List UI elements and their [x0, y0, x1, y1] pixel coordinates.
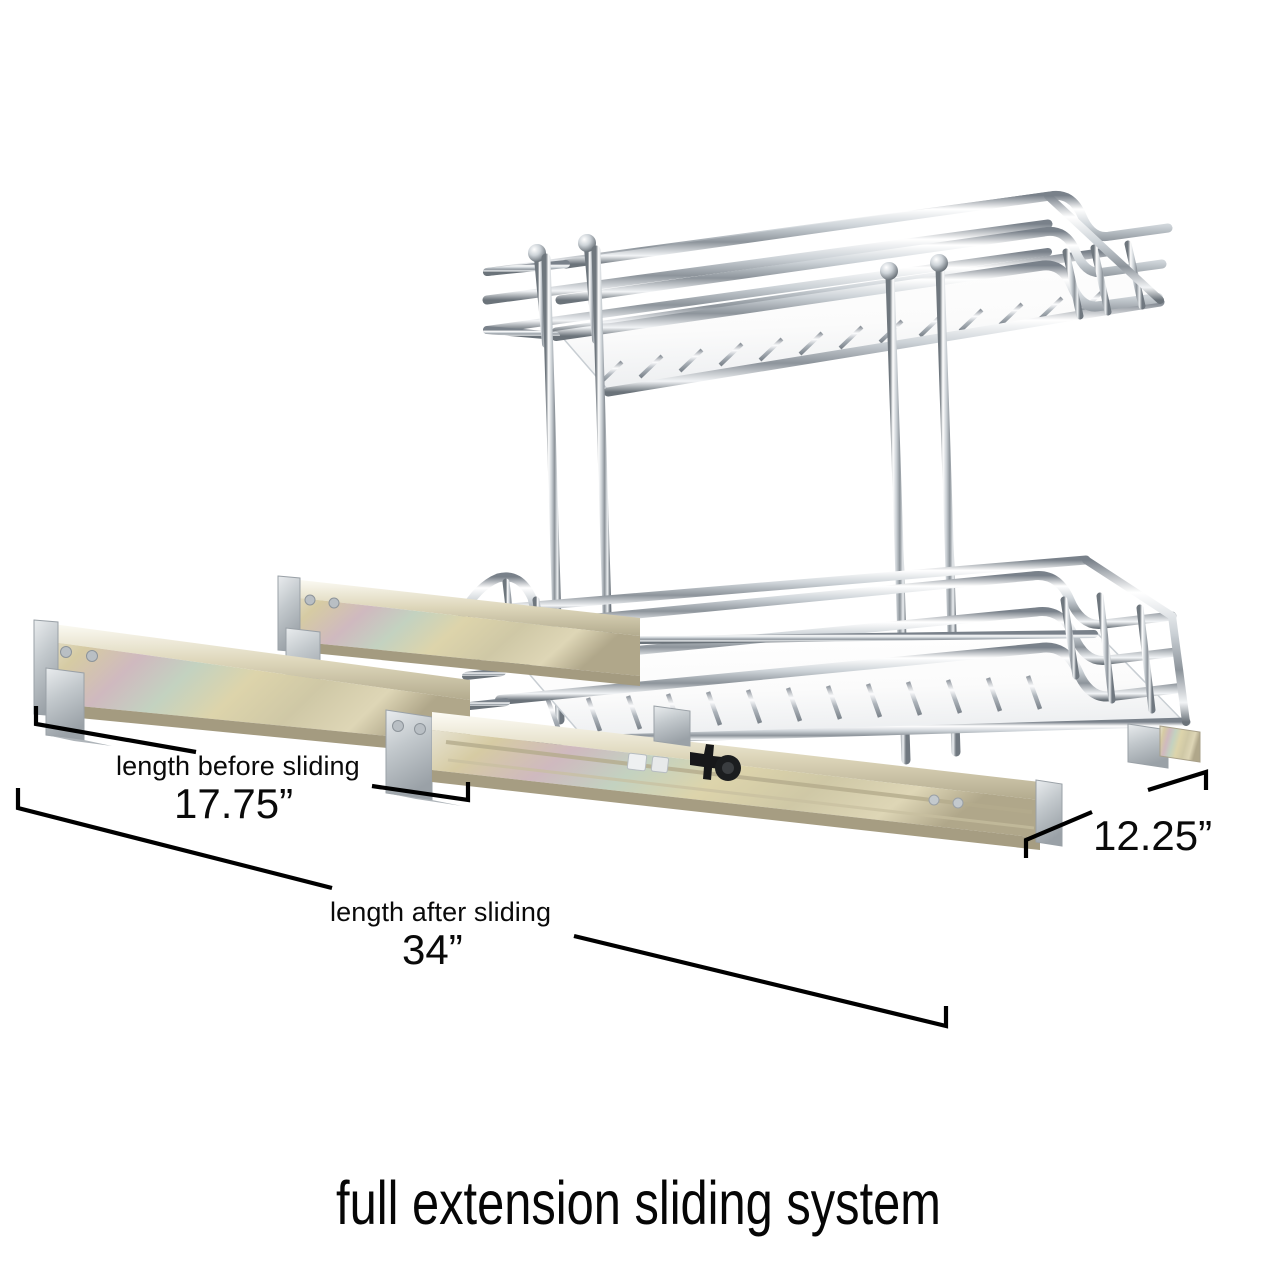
- dimension-value-before: 17.75”: [174, 780, 294, 828]
- dimension-caption-after: length after sliding: [330, 897, 552, 927]
- extended-slide-member: [432, 712, 1063, 850]
- dimline-after-right: [573, 933, 949, 1029]
- basket-mount-brackets: [653, 705, 1201, 769]
- dimension-label-depth: 12.25”: [1093, 812, 1212, 858]
- upper-basket: [482, 190, 1173, 397]
- dimline-before-right: [371, 782, 471, 803]
- dimension-lines: [15, 706, 1209, 1029]
- dimension-value-depth: 12.25”: [1093, 812, 1213, 859]
- dimension-caption-before: length before sliding: [116, 751, 360, 781]
- dimline-after-left: [15, 788, 333, 891]
- dimension-label-after-sliding: length after sliding 34”: [330, 898, 551, 972]
- dimline-before-left: [33, 706, 197, 755]
- slide-disconnect-lever: [690, 744, 741, 781]
- dimension-label-before-sliding: length before sliding 17.75”: [116, 752, 360, 826]
- dimension-value-after: 34”: [402, 926, 463, 974]
- image-caption: full extension sliding system: [336, 1169, 941, 1237]
- dimline-depth: [1023, 810, 1093, 858]
- dimline-depth-2: [1147, 769, 1209, 793]
- front-outer-rail: [33, 619, 470, 806]
